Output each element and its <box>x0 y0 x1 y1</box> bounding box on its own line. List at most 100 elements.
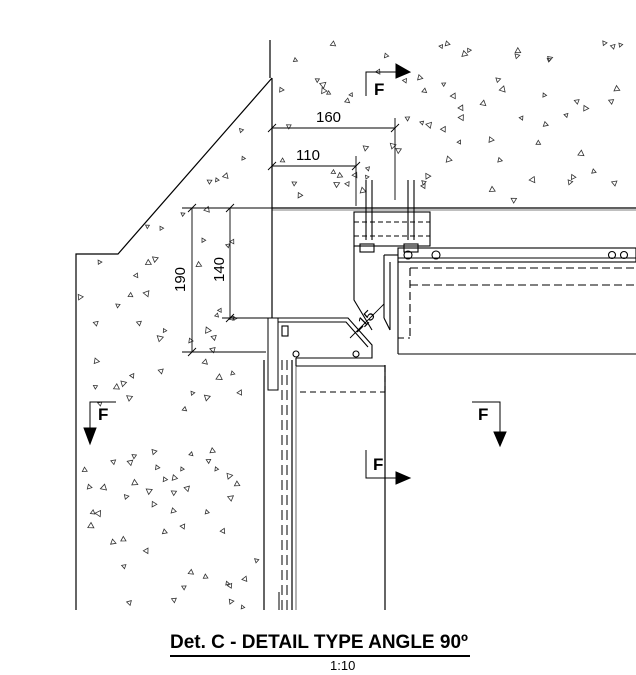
concrete-speckle <box>156 335 165 343</box>
concrete-speckle <box>219 527 226 535</box>
concrete-speckle <box>230 370 236 376</box>
concrete-speckles <box>77 40 624 610</box>
concrete-speckle <box>383 52 390 59</box>
concrete-speckle <box>498 85 506 93</box>
concrete-speckle <box>439 125 446 133</box>
concrete-speckle <box>514 46 522 54</box>
concrete-speckle <box>203 205 210 213</box>
concrete-speckle <box>365 174 370 180</box>
concrete-speckle <box>497 156 504 163</box>
concrete-speckle <box>583 104 590 112</box>
concrete-speckle <box>425 121 433 129</box>
concrete-speckle <box>151 256 159 264</box>
concrete-speckle <box>326 90 332 95</box>
concrete-speckle <box>333 182 341 189</box>
concrete-speckle <box>142 547 149 555</box>
concrete-speckle <box>205 326 212 334</box>
concrete-speckle <box>226 495 235 502</box>
concrete-speckle <box>120 535 127 542</box>
concrete-speckle <box>613 84 621 92</box>
concrete-speckle <box>142 290 150 298</box>
concrete-speckle <box>495 77 502 84</box>
concrete-speckle <box>77 293 85 301</box>
concrete-speckle <box>610 180 618 187</box>
concrete-speckle <box>144 224 151 230</box>
concrete-speckle <box>144 258 153 266</box>
concrete-speckle <box>92 384 99 390</box>
concrete-speckle <box>546 57 552 63</box>
concrete-speckle <box>461 49 469 57</box>
concrete-speckle <box>94 509 102 518</box>
dimension-190: 190 <box>172 267 189 292</box>
section-mark-top <box>365 63 412 96</box>
concrete-speckle <box>425 172 432 180</box>
concrete-speckle <box>120 564 127 570</box>
top-slab-outline <box>272 207 636 211</box>
concrete-speckle <box>162 327 168 334</box>
concrete-speckle <box>321 86 328 95</box>
concrete-speckle <box>226 472 234 480</box>
section-mark-right <box>472 401 507 448</box>
concrete-speckle <box>314 78 321 84</box>
concrete-speckle <box>362 145 370 152</box>
concrete-speckle <box>162 476 169 483</box>
concrete-speckle <box>591 168 597 174</box>
concrete-speckle <box>401 77 407 84</box>
section-label-bottom: F <box>373 455 383 474</box>
concrete-speckle <box>131 454 138 460</box>
concrete-speckle <box>404 116 411 122</box>
concrete-speckle <box>170 597 177 604</box>
concrete-speckle <box>214 466 220 472</box>
opening-outline <box>271 208 386 610</box>
concrete-speckle <box>343 97 351 104</box>
concrete-speckle <box>126 395 134 402</box>
concrete-speckle <box>89 508 96 515</box>
dimension-160: 160 <box>316 109 341 126</box>
concrete-speckle <box>233 480 241 487</box>
detail-scale: 1:10 <box>330 658 356 673</box>
concrete-speckle <box>241 575 248 583</box>
left-wall-outline <box>75 40 273 610</box>
concrete-speckle <box>479 99 487 107</box>
concrete-speckle <box>202 573 209 579</box>
concrete-speckle <box>216 307 222 313</box>
concrete-speckle <box>183 485 190 493</box>
concrete-speckle <box>188 337 194 344</box>
concrete-speckle <box>86 483 93 490</box>
vertical-profile <box>267 317 288 610</box>
concrete-speckle <box>542 92 548 98</box>
concrete-speckle <box>609 43 616 50</box>
concrete-speckle <box>126 459 134 467</box>
concrete-speckle <box>240 604 246 610</box>
concrete-speckle <box>318 81 327 89</box>
concrete-speckle <box>155 464 161 471</box>
concrete-speckle <box>159 225 165 231</box>
concrete-speckle <box>542 120 549 127</box>
concrete-speckle <box>170 507 177 514</box>
concrete-speckle <box>457 104 464 112</box>
concrete-speckle <box>115 303 121 309</box>
concrete-speckle <box>438 43 444 50</box>
concrete-speckle <box>518 115 524 121</box>
concrete-speckle <box>514 53 521 60</box>
concrete-speckle <box>112 382 121 390</box>
concrete-speckle <box>215 177 220 183</box>
concrete-speckle <box>225 580 231 586</box>
concrete-speckle <box>602 40 608 47</box>
concrete-speckle <box>441 82 447 88</box>
concrete-speckle <box>110 459 117 466</box>
concrete-speckle <box>125 600 132 607</box>
concrete-speckle <box>228 598 235 605</box>
concrete-speckle <box>226 582 233 589</box>
concrete-speckle <box>224 243 231 249</box>
concrete-speckle <box>81 466 88 473</box>
concrete-speckle <box>279 157 286 163</box>
concrete-speckle <box>187 568 195 575</box>
concrete-speckle <box>329 40 337 47</box>
concrete-speckle <box>93 357 101 365</box>
concrete-speckle <box>563 112 569 119</box>
concrete-speckle <box>510 197 518 204</box>
concrete-speckle <box>567 179 574 186</box>
concrete-speckle <box>570 173 577 181</box>
concrete-speckle <box>128 372 135 379</box>
